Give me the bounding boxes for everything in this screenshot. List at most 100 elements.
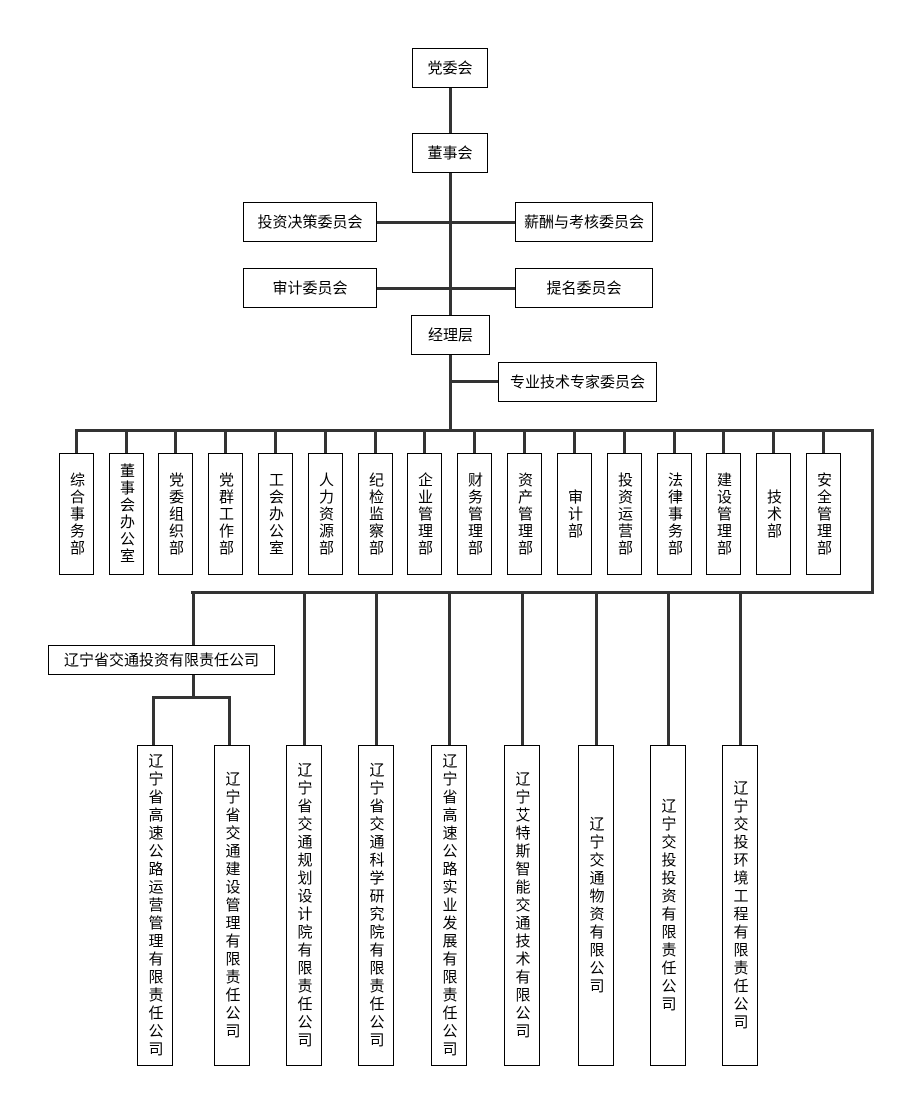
org-label: 党群工作部: [217, 471, 234, 557]
org-label: 审计委员会: [272, 279, 348, 297]
org-label: 提名委员会: [546, 279, 622, 297]
org-box-department: 工会办公室: [258, 453, 293, 575]
connector-line: [374, 432, 377, 453]
connector-line: [772, 432, 775, 453]
org-label: 审计部: [566, 488, 583, 540]
org-box-subsidiary: 辽宁省交通建设管理有限责任公司: [214, 745, 250, 1066]
org-label: 辽宁交投投资有限责任公司: [659, 797, 677, 1014]
org-box-subsidiary: 辽宁省高速公路实业发展有限责任公司: [431, 745, 467, 1066]
org-label: 资产管理部: [516, 471, 533, 557]
connector-line: [666, 594, 670, 745]
connector-line: [152, 696, 155, 745]
org-box-professional-expert-committee: 专业技术专家委员会: [498, 362, 657, 402]
connector-line: [573, 432, 576, 453]
org-box-subsidiary: 辽宁交通物资有限公司: [578, 745, 614, 1066]
org-label: 安全管理部: [815, 471, 832, 557]
connector-line: [673, 432, 676, 453]
connector-line: [423, 432, 426, 453]
org-box-board: 董事会: [412, 133, 488, 173]
org-label: 综合事务部: [68, 471, 85, 557]
connector-line: [228, 696, 231, 745]
org-box-department: 党委组织部: [158, 453, 193, 575]
org-label: 投资决策委员会: [257, 213, 363, 231]
connector-line: [377, 220, 450, 224]
org-box-parent-company: 辽宁省交通投资有限责任公司: [48, 645, 275, 675]
org-box-subsidiary: 辽宁艾特斯智能交通技术有限公司: [504, 745, 540, 1066]
connector-line: [191, 591, 874, 594]
connector-line: [274, 432, 277, 453]
connector-line: [822, 432, 825, 453]
org-box-department: 企业管理部: [407, 453, 442, 575]
org-box-department: 综合事务部: [59, 453, 94, 575]
org-label: 党委会: [427, 59, 473, 77]
org-box-department: 纪检监察部: [358, 453, 393, 575]
org-box-department: 投资运营部: [607, 453, 642, 575]
org-box-investment-decision-committee: 投资决策委员会: [243, 202, 377, 242]
connector-line: [191, 594, 195, 645]
connector-line: [450, 220, 515, 224]
org-label: 工会办公室: [267, 471, 284, 557]
org-label: 财务管理部: [466, 471, 483, 557]
org-label: 专业技术专家委员会: [509, 373, 645, 391]
org-box-party-committee: 党委会: [412, 48, 488, 88]
connector-line: [191, 675, 195, 699]
org-box-department: 建设管理部: [706, 453, 741, 575]
org-label: 建设管理部: [715, 471, 732, 557]
connector-line: [324, 432, 327, 453]
connector-line: [174, 432, 177, 453]
org-label: 辽宁省交通科学研究院有限责任公司: [367, 761, 385, 1050]
connector-line: [448, 88, 452, 133]
org-box-department: 人力资源部: [308, 453, 343, 575]
org-label: 董事会: [427, 144, 473, 162]
org-label: 企业管理部: [416, 471, 433, 557]
org-label: 党委组织部: [167, 471, 184, 557]
org-box-department: 资产管理部: [507, 453, 542, 575]
connector-line: [450, 286, 515, 290]
connector-line: [75, 432, 78, 453]
connector-line: [448, 355, 452, 429]
connector-line: [448, 173, 452, 315]
org-box-audit-committee: 审计委员会: [243, 268, 377, 308]
org-label: 纪检监察部: [367, 471, 384, 557]
connector-line: [224, 432, 227, 453]
org-box-compensation-assessment-committee: 薪酬与考核委员会: [515, 202, 653, 242]
connector-line: [594, 594, 598, 745]
connector-line: [447, 594, 451, 745]
org-label: 经理层: [427, 326, 473, 344]
org-box-subsidiary: 辽宁交投环境工程有限责任公司: [722, 745, 758, 1066]
connector-line: [74, 429, 874, 432]
org-label: 董事会办公室: [118, 463, 135, 565]
org-label: 辽宁交通物资有限公司: [587, 815, 605, 996]
org-box-subsidiary: 辽宁省交通科学研究院有限责任公司: [358, 745, 394, 1066]
org-label: 人力资源部: [317, 471, 334, 557]
org-box-department: 董事会办公室: [109, 453, 144, 575]
org-label: 辽宁省高速公路实业发展有限责任公司: [440, 752, 458, 1059]
connector-line: [523, 432, 526, 453]
connector-line: [473, 432, 476, 453]
org-box-nomination-committee: 提名委员会: [515, 268, 653, 308]
connector-line: [302, 594, 306, 745]
org-label: 技术部: [765, 488, 782, 540]
connector-line: [377, 286, 450, 290]
connector-line: [722, 432, 725, 453]
connector-line: [450, 379, 498, 383]
connector-line: [125, 432, 128, 453]
org-box-department: 审计部: [557, 453, 592, 575]
org-label: 辽宁省交通投资有限责任公司: [63, 651, 259, 669]
org-label: 辽宁省高速公路运营管理有限责任公司: [146, 752, 164, 1059]
org-label: 辽宁交投环境工程有限责任公司: [731, 779, 749, 1032]
org-label: 投资运营部: [616, 471, 633, 557]
connector-line: [374, 594, 378, 745]
org-label: 薪酬与考核委员会: [523, 213, 644, 231]
org-label: 辽宁艾特斯智能交通技术有限公司: [513, 770, 531, 1041]
connector-line: [623, 432, 626, 453]
connector-line: [520, 594, 524, 745]
org-box-department: 财务管理部: [457, 453, 492, 575]
org-label: 法律事务部: [666, 471, 683, 557]
org-box-department: 法律事务部: [657, 453, 692, 575]
org-box-department: 技术部: [756, 453, 791, 575]
org-label: 辽宁省交通建设管理有限责任公司: [223, 770, 241, 1041]
connector-line: [152, 696, 231, 699]
org-box-subsidiary: 辽宁省交通规划设计院有限责任公司: [286, 745, 322, 1066]
